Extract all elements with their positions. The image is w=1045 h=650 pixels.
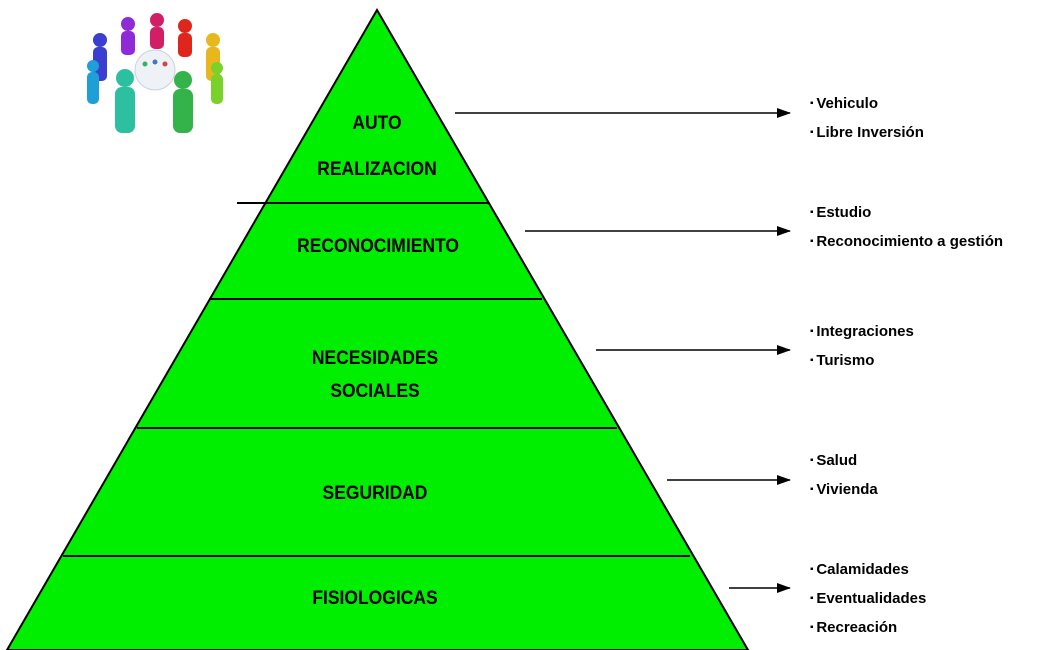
list-item: Vehiculo (810, 89, 924, 118)
people-circle-icon (87, 13, 223, 133)
level-label-fisiologicas: FISIOLOGICAS (312, 588, 438, 609)
person-figure (87, 60, 99, 104)
level-label-necesidades-sociales: NECESIDADES SOCIALES (311, 348, 439, 402)
list-item: Libre Inversión (810, 118, 924, 147)
list-item: Vivienda (810, 475, 877, 504)
list-item: Integraciones (810, 317, 914, 346)
person-figure (115, 69, 135, 133)
person-figure (93, 33, 107, 81)
list-item: Recreación (810, 613, 926, 642)
bullet-list-necesidades-sociales: Integraciones Turismo (810, 317, 914, 375)
list-item: Estudio (810, 198, 1003, 227)
list-item: Calamidades (810, 555, 926, 584)
level-label-auto-realizacion: AUTO REALIZACION (317, 113, 437, 180)
bullet-list-fisiologicas: Calamidades Eventualidades Recreación (810, 555, 926, 642)
level-label-seguridad: SEGURIDAD (322, 483, 428, 504)
bullet-list-seguridad: Salud Vivienda (810, 446, 878, 504)
list-item: Turismo (810, 346, 914, 375)
level-label-reconocimiento: RECONOCIMIENTO (297, 236, 459, 257)
bullet-list-auto-realizacion: Vehiculo Libre Inversión (810, 89, 924, 147)
person-figure (211, 62, 223, 104)
person-figure (178, 19, 192, 57)
pyramid-shape (5, 8, 750, 650)
list-item: Eventualidades (810, 584, 926, 613)
person-figure (150, 13, 164, 49)
person-figure (121, 17, 135, 55)
list-item: Salud (810, 446, 878, 475)
person-figure (173, 71, 193, 133)
list-item: Reconocimiento a gestión (810, 227, 1003, 256)
bullet-list-reconocimiento: Estudio Reconocimiento a gestión (810, 198, 1003, 256)
